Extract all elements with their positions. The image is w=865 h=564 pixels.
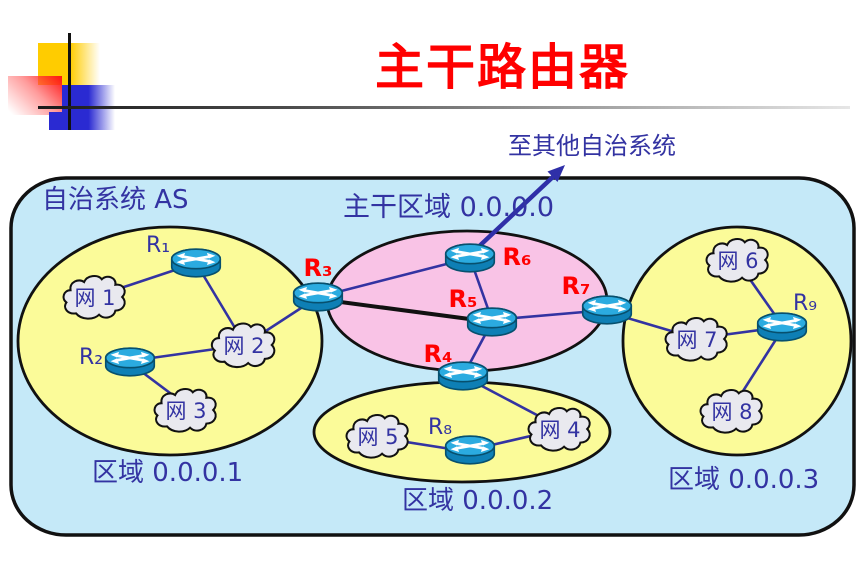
- cloud-net7: 网 7: [664, 316, 728, 362]
- external-arrow: [470, 165, 565, 255]
- router-r9-label: R₉: [793, 291, 817, 316]
- backbone-area-label: 主干区域 0.0.0.0: [343, 192, 554, 223]
- cloud-net2: 网 2: [210, 322, 276, 369]
- area3-label: 区域 0.0.0.3: [668, 465, 819, 495]
- router-r9: [756, 311, 808, 343]
- router-r6: [444, 242, 496, 274]
- net8-label: 网 8: [711, 400, 752, 424]
- net1-label: 网 1: [74, 286, 115, 310]
- router-r5-label: R₅: [449, 285, 478, 313]
- logo-blue-square-small: [49, 112, 86, 130]
- title-divider-line: [38, 106, 850, 109]
- net3-label: 网 3: [165, 399, 206, 423]
- router-r1-label: R₁: [146, 233, 170, 258]
- cloud-net1: 网 1: [62, 274, 126, 320]
- cloud-net4: 网 4: [527, 406, 591, 452]
- area1-label: 区域 0.0.0.1: [92, 458, 243, 488]
- as-label: 自治系统 AS: [42, 185, 189, 215]
- router-r2: [104, 346, 156, 378]
- net4-label: 网 4: [539, 418, 580, 442]
- page-title: 主干路由器: [374, 39, 630, 96]
- net5-label: 网 5: [357, 425, 398, 449]
- router-r8-label: R₈: [428, 415, 452, 440]
- network-clouds: 网 1 网 2 网 3 网 4 网 5 网 6: [62, 237, 769, 459]
- router-r3-label: R₃: [304, 254, 333, 282]
- router-r1: [170, 247, 222, 279]
- external-systems-label: 至其他自治系统: [508, 132, 676, 160]
- area3-ellipse: [621, 225, 853, 457]
- cloud-net6: 网 6: [705, 237, 769, 283]
- router-r2-label: R₂: [79, 345, 103, 370]
- router-r4-label: R₄: [424, 340, 453, 368]
- router-r6-label: R₆: [503, 243, 532, 271]
- net6-label: 网 6: [717, 249, 758, 273]
- logo-vertical-line: [68, 33, 71, 130]
- router-r7-label: R₇: [562, 272, 591, 300]
- cloud-net8: 网 8: [699, 388, 763, 434]
- link-r3-r6: [317, 256, 471, 299]
- router-r7: [581, 294, 633, 326]
- cloud-net3: 网 3: [153, 387, 217, 433]
- net2-label: 网 2: [223, 334, 264, 358]
- area2-label: 区域 0.0.0.2: [402, 486, 553, 516]
- router-r8: [444, 434, 496, 466]
- router-r3: [292, 281, 344, 313]
- net7-label: 网 7: [676, 328, 717, 352]
- link-r3-r5-backbone: [317, 297, 493, 324]
- cloud-net5: 网 5: [345, 413, 409, 459]
